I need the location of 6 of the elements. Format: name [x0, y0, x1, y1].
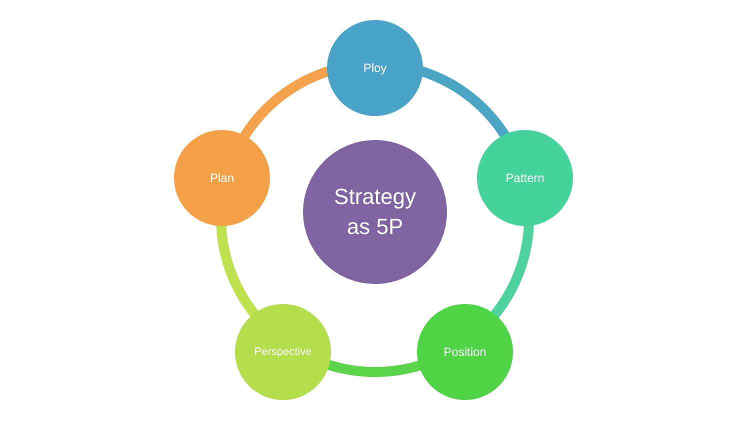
circle-label: Pattern [506, 170, 544, 186]
circle-label: Ploy [363, 60, 387, 76]
circle-label: Plan [210, 170, 234, 186]
circle-label: Perspective [254, 344, 312, 360]
circle-label: Strategy as 5P [333, 183, 417, 241]
circle-label: Position [444, 344, 486, 360]
